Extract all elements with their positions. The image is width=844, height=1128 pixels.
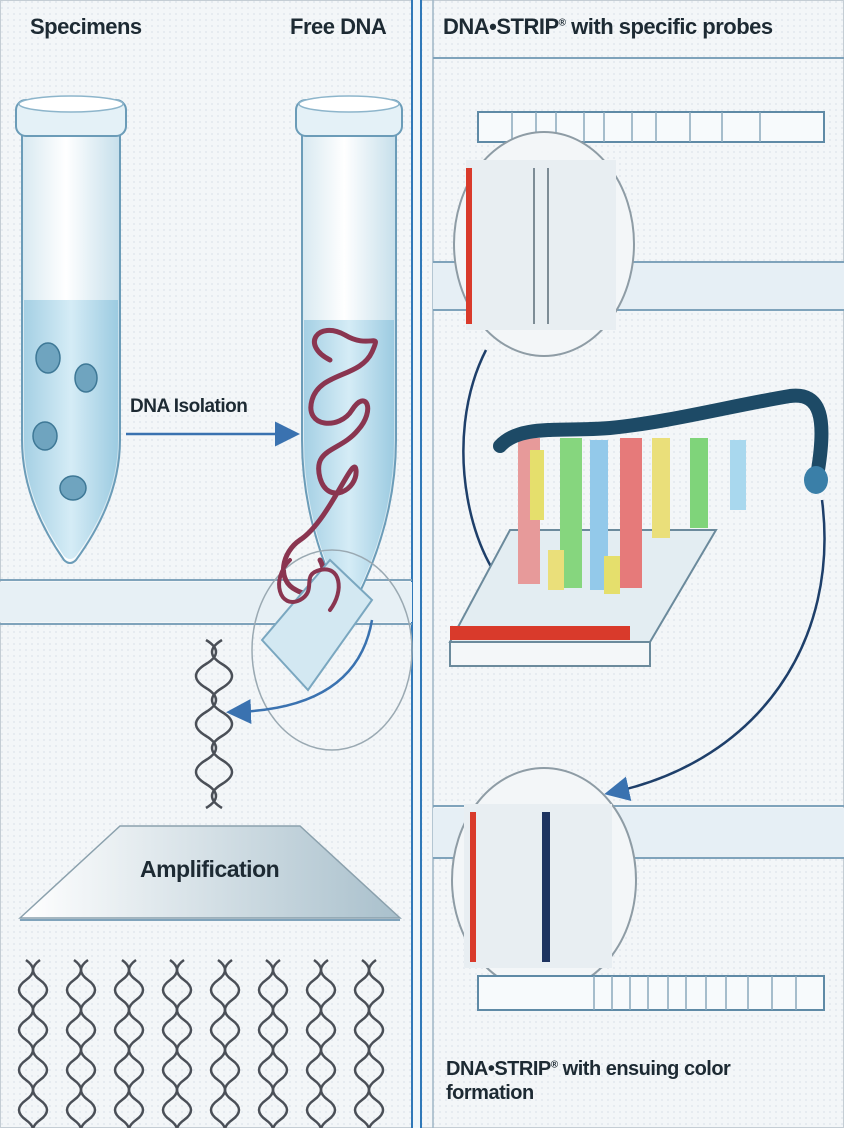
probe-droplet bbox=[804, 466, 828, 494]
specimens-label: Specimens bbox=[30, 14, 142, 40]
dna-isolation-label: DNA Isolation bbox=[130, 396, 247, 418]
strip-probes-registered: ® bbox=[559, 18, 566, 29]
center-divider bbox=[412, 0, 421, 1128]
strip-color-registered: ® bbox=[551, 1059, 558, 1070]
strip-color-label: DNA•STRIP® with ensuing color formation bbox=[446, 1057, 806, 1105]
magnifier-bottom bbox=[452, 768, 636, 992]
free-dna-label: Free DNA bbox=[290, 14, 386, 40]
strip-probes-text: with specific probes bbox=[566, 14, 773, 39]
strip-color-brand: DNA•STRIP bbox=[446, 1058, 551, 1080]
magnifier-top bbox=[454, 132, 634, 356]
strip-probes-brand: DNA•STRIP bbox=[443, 14, 559, 39]
strip-probes-label: DNA•STRIP® with specific probes bbox=[443, 14, 773, 40]
test-strip-bottom bbox=[478, 976, 824, 1010]
amplification-label: Amplification bbox=[140, 856, 279, 883]
